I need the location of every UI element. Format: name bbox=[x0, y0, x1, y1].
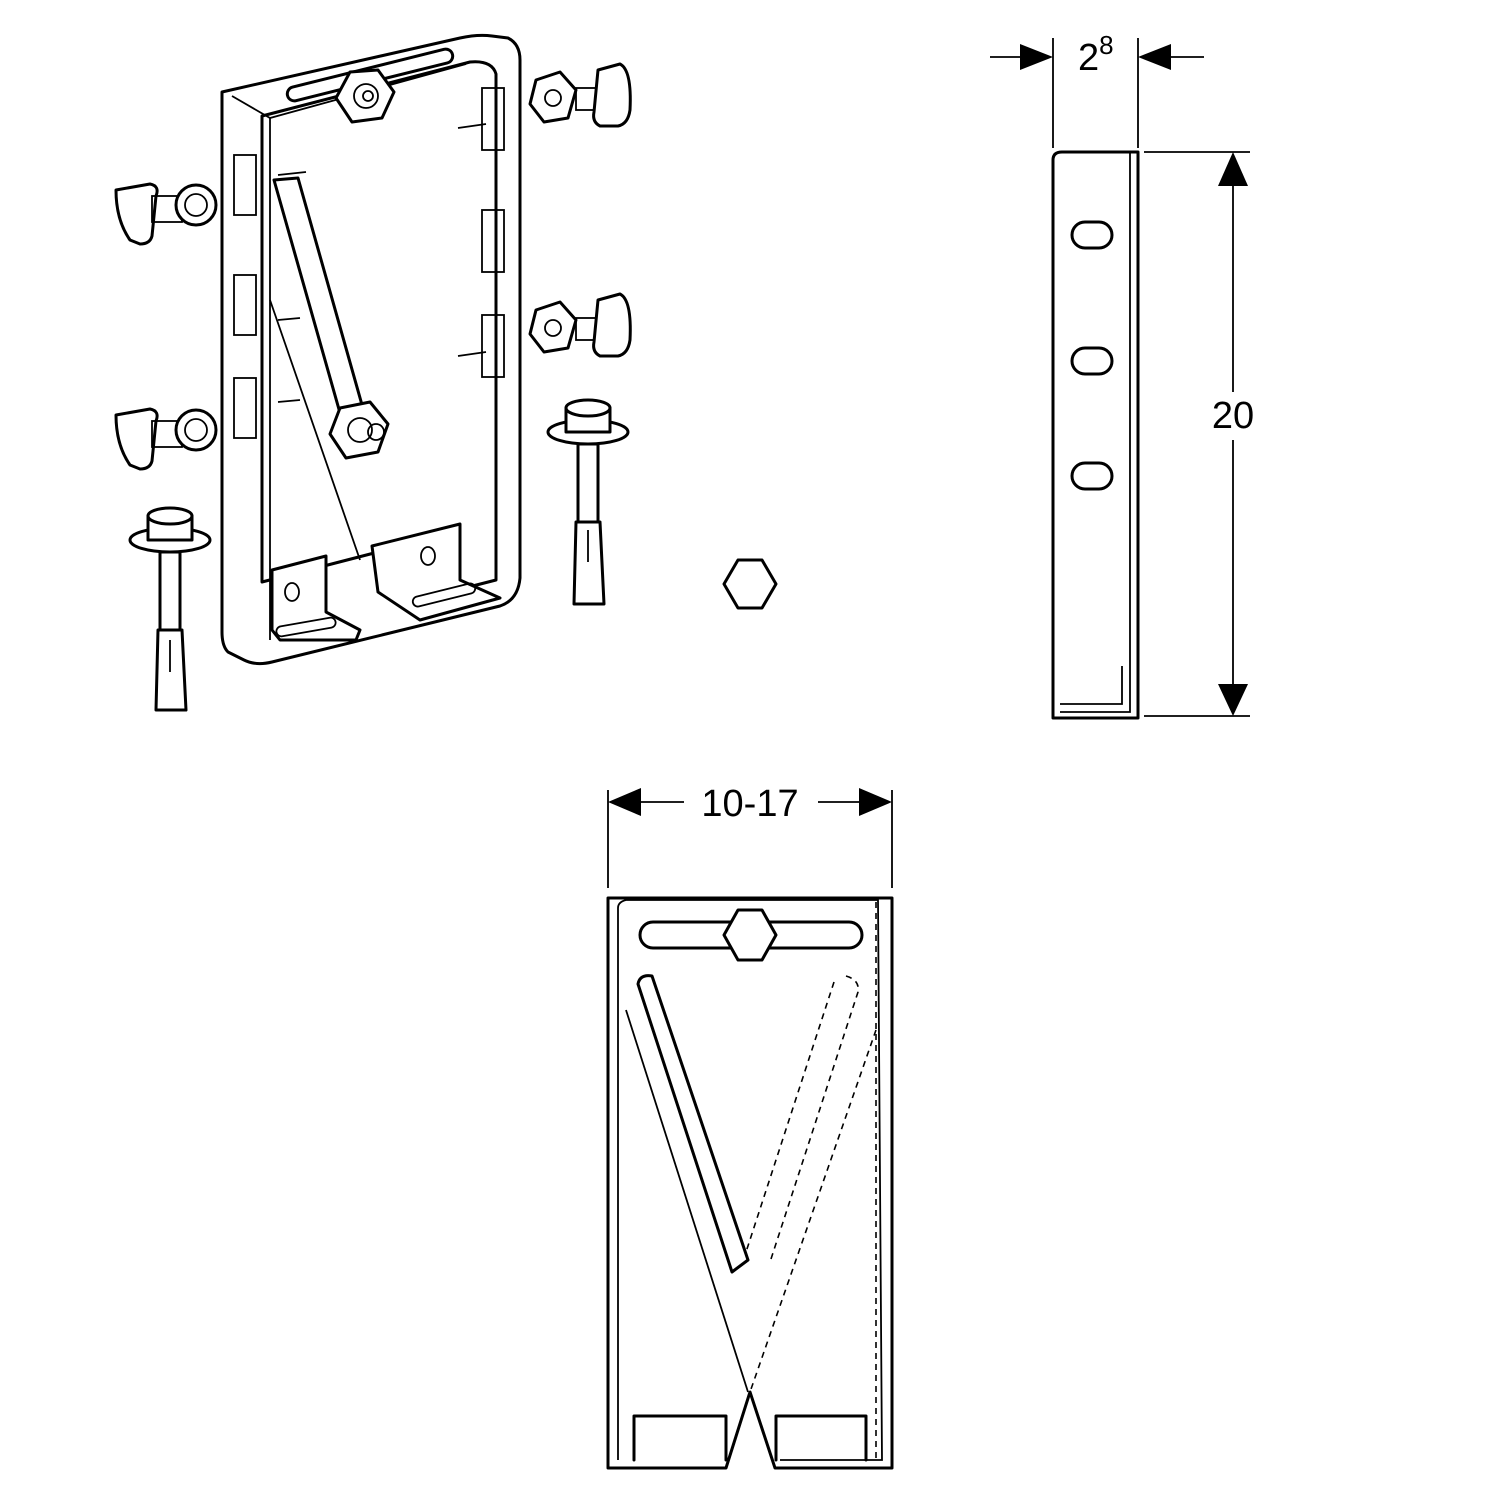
depth-dimension: 28 bbox=[990, 30, 1204, 148]
bolt-icon bbox=[114, 182, 218, 246]
anchor-bolt-icon bbox=[546, 398, 630, 606]
width-dimension: 10-17 bbox=[607, 783, 893, 888]
anchor-bolt-icon bbox=[128, 506, 212, 712]
height-dimension: 20 bbox=[1144, 151, 1254, 717]
hex-nut-icon bbox=[722, 908, 778, 962]
depth-label: 28 bbox=[1078, 30, 1114, 79]
hex-nut-icon bbox=[334, 68, 396, 124]
hex-nut-icon bbox=[328, 400, 390, 460]
bolt-icon bbox=[528, 292, 632, 358]
bracket-isometric-icon bbox=[220, 33, 522, 666]
height-label: 20 bbox=[1212, 395, 1254, 437]
width-label: 10-17 bbox=[701, 783, 798, 825]
hex-nut-icon bbox=[722, 558, 778, 610]
side-view bbox=[1051, 150, 1140, 720]
bolt-icon bbox=[114, 407, 218, 471]
front-view bbox=[606, 558, 894, 1470]
bolt-icon bbox=[528, 62, 632, 128]
